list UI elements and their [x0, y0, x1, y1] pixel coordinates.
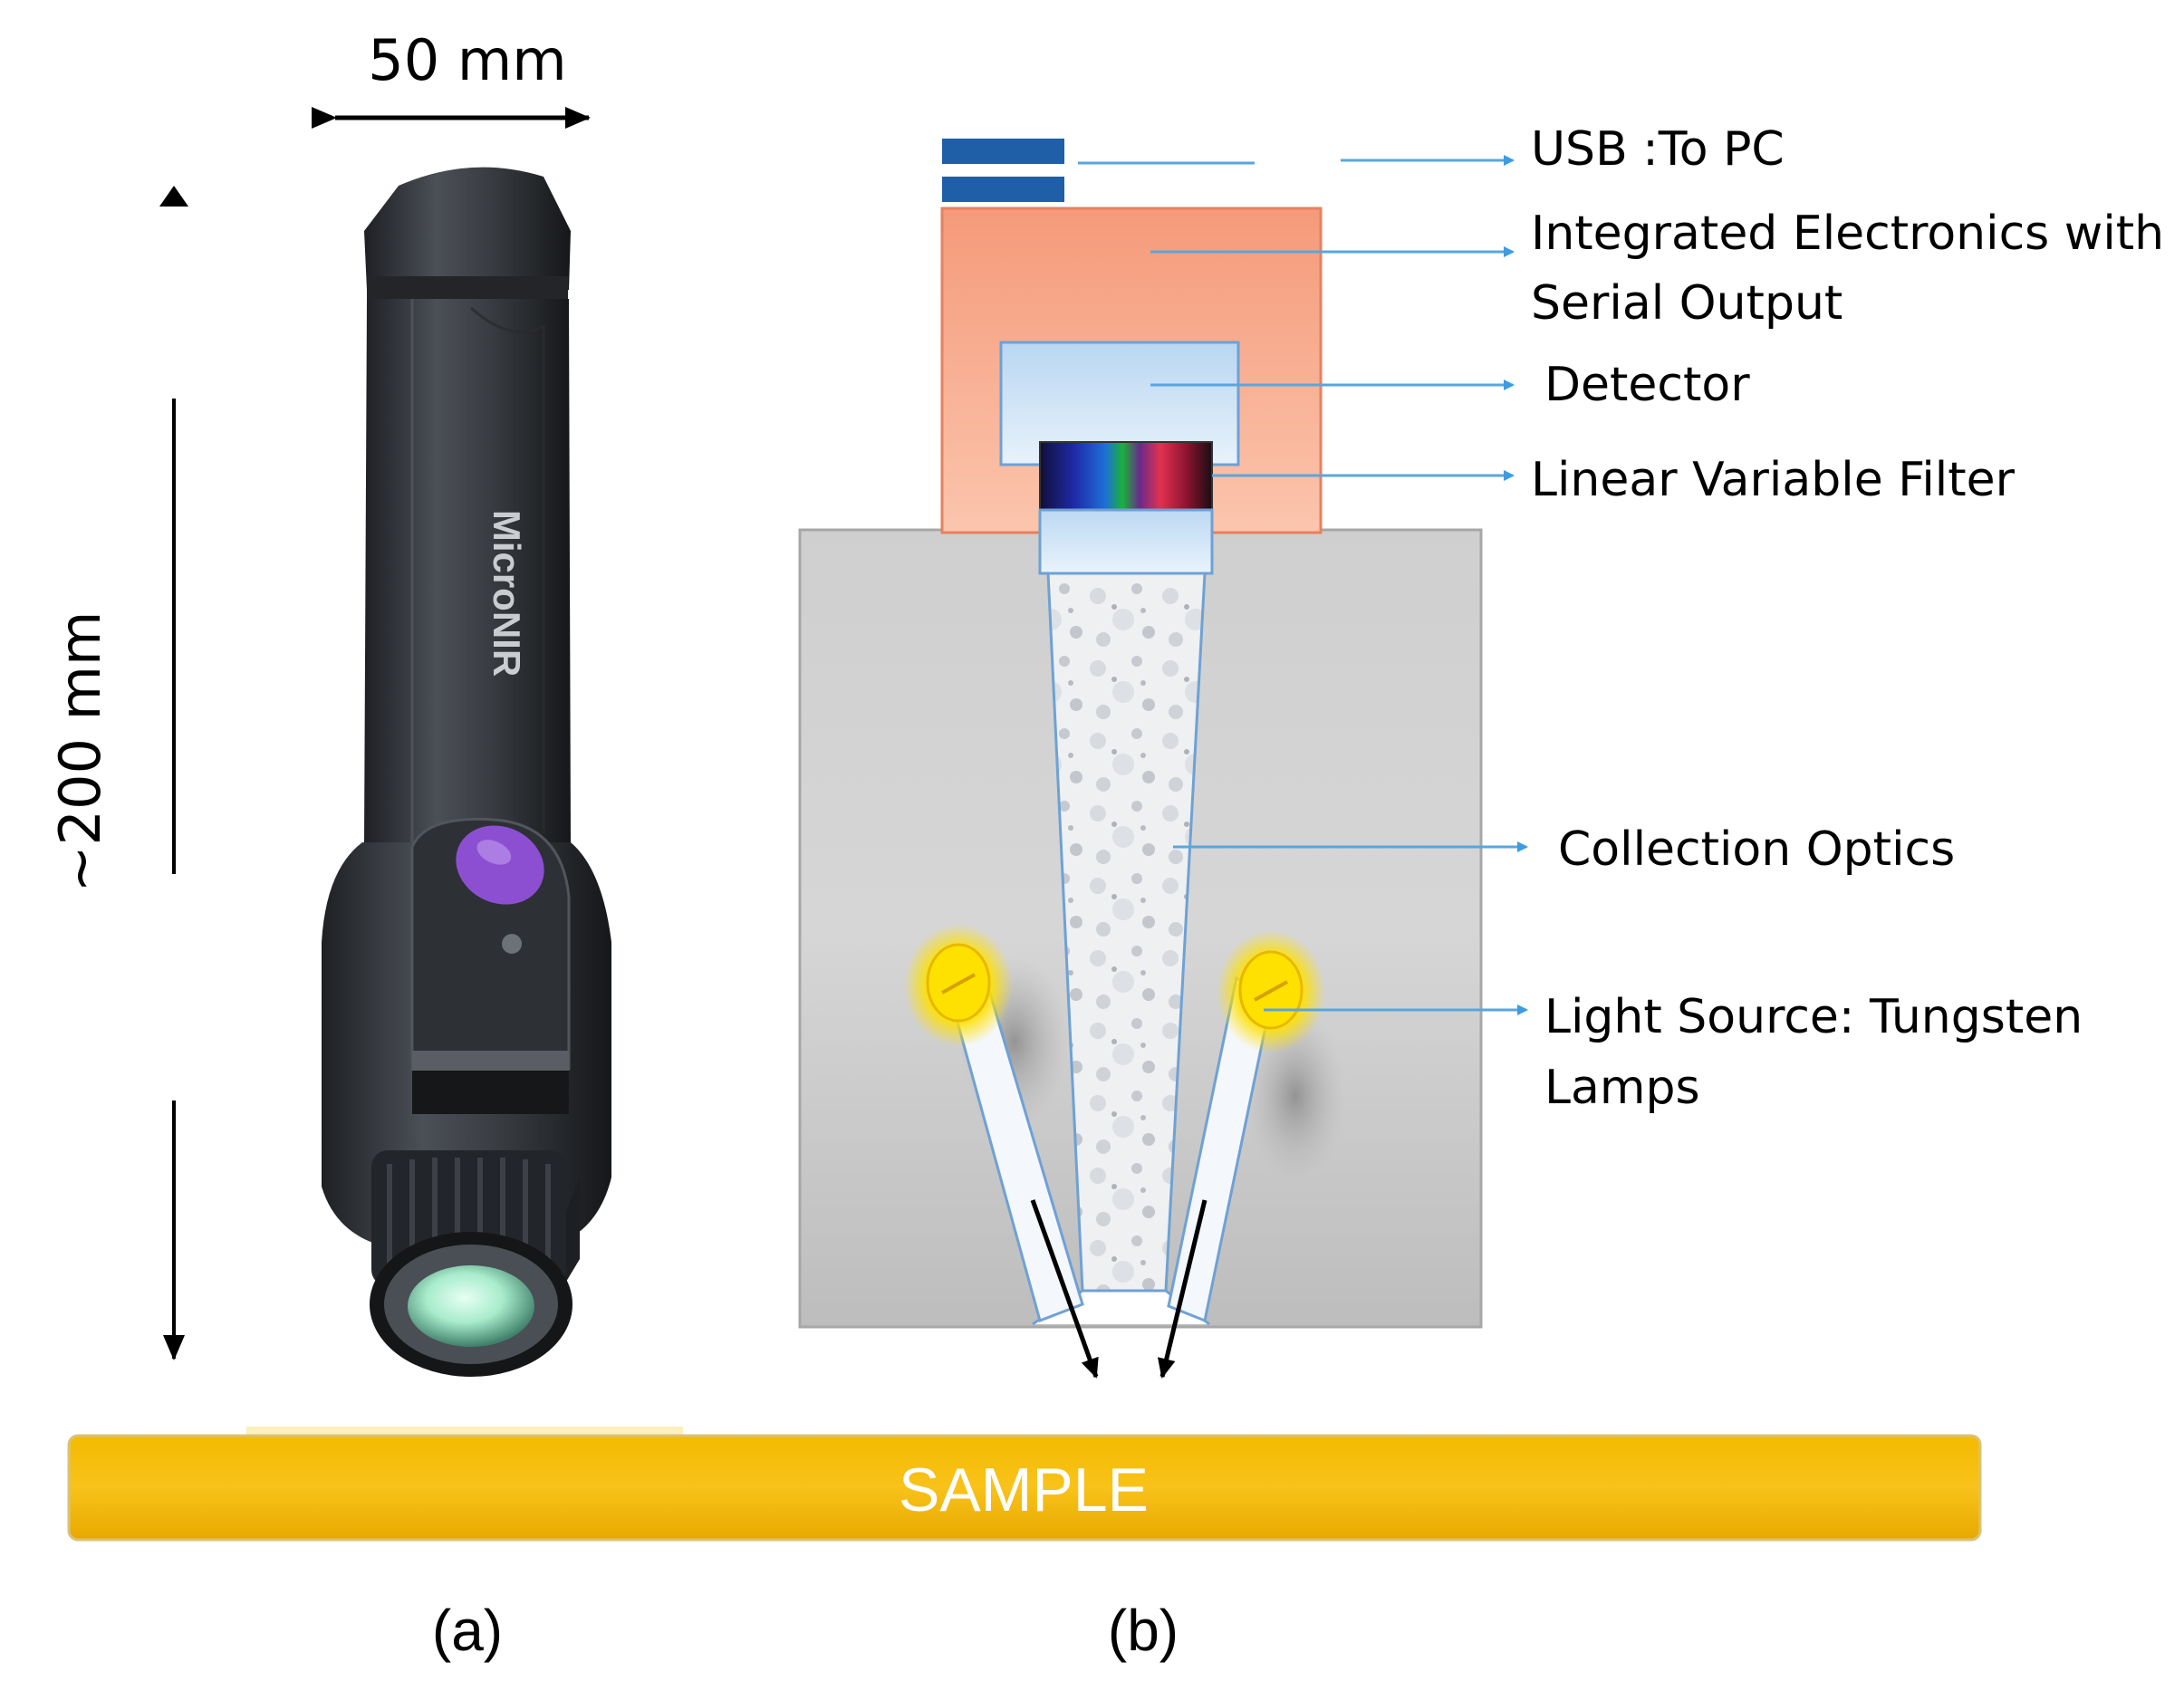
label-lvf: Linear Variable Filter — [1531, 453, 2016, 507]
width-label: 50 mm — [368, 27, 566, 93]
label-collection-optics: Collection Optics — [1558, 822, 1955, 877]
label-light-source-line1: Light Source: Tungsten — [1544, 990, 2083, 1044]
label-usb: USB :To PC — [1531, 122, 1785, 177]
left-beam-arrow — [1030, 1199, 1099, 1379]
handheld-device: MicroNIR — [322, 167, 611, 1377]
device-brand: MicroNIR — [486, 510, 528, 677]
label-electronics-line1: Integrated Electronics with — [1531, 207, 2164, 261]
optical-window — [1038, 508, 1214, 575]
height-label: ~200 mm — [47, 611, 113, 893]
left-lamp-icon — [904, 924, 1013, 1047]
right-lamp-icon — [1217, 930, 1325, 1053]
leader-lines — [1078, 155, 1528, 1015]
right-beam-arrow — [1157, 1199, 1207, 1379]
lens-icon — [408, 1265, 534, 1347]
panel-label-b: (b) — [1108, 1598, 1179, 1663]
panel-label-a: (a) — [432, 1598, 503, 1663]
label-detector: Detector — [1544, 358, 1750, 412]
sample-bar — [67, 1434, 1982, 1542]
linear-variable-filter — [1039, 441, 1213, 511]
usb-connector — [942, 139, 1064, 202]
sample-label: SAMPLE — [899, 1456, 1149, 1524]
label-light-source-line2: Lamps — [1544, 1061, 1700, 1115]
height-dimension — [159, 186, 188, 1360]
label-electronics-line2: Serial Output — [1531, 276, 1842, 331]
